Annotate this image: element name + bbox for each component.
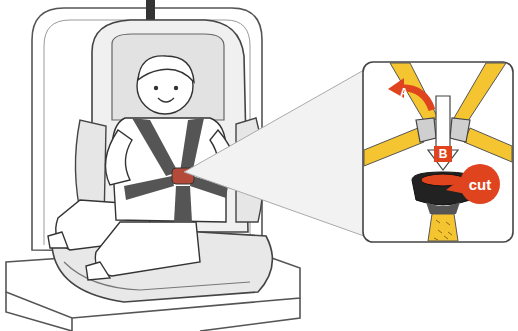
strap-texture bbox=[434, 220, 452, 240]
arrow-letter: A bbox=[400, 87, 409, 99]
child-feet bbox=[48, 232, 110, 280]
harness-strap bbox=[132, 118, 178, 176]
child-smile bbox=[158, 98, 174, 102]
node-text: cut bbox=[469, 176, 492, 193]
arrow-a bbox=[398, 88, 432, 110]
cut-bubble: cut bbox=[460, 164, 500, 204]
vehicle-seat-back bbox=[32, 8, 262, 252]
buckle-tongue bbox=[450, 118, 470, 142]
arrow-b bbox=[428, 96, 458, 170]
crotch-strap bbox=[174, 186, 192, 222]
magnifier-beam bbox=[184, 70, 364, 236]
child-eye bbox=[154, 86, 158, 90]
child-hair bbox=[138, 56, 194, 82]
buckle-collar bbox=[426, 202, 460, 214]
detail-frame bbox=[363, 62, 513, 242]
child-eye bbox=[174, 86, 178, 90]
arrow-letter: B bbox=[439, 148, 448, 160]
buckle-tongue bbox=[416, 118, 436, 142]
arrow-b-tag bbox=[434, 146, 452, 162]
child-arm-left bbox=[106, 130, 133, 185]
crotch-strap bbox=[428, 214, 458, 241]
child-seat-headrest bbox=[112, 34, 224, 120]
child-leg-right bbox=[95, 222, 200, 276]
yellow-strap bbox=[364, 128, 424, 166]
yellow-strap bbox=[464, 128, 512, 162]
yellow-strap bbox=[454, 63, 506, 124]
child-seat-back bbox=[92, 20, 248, 232]
